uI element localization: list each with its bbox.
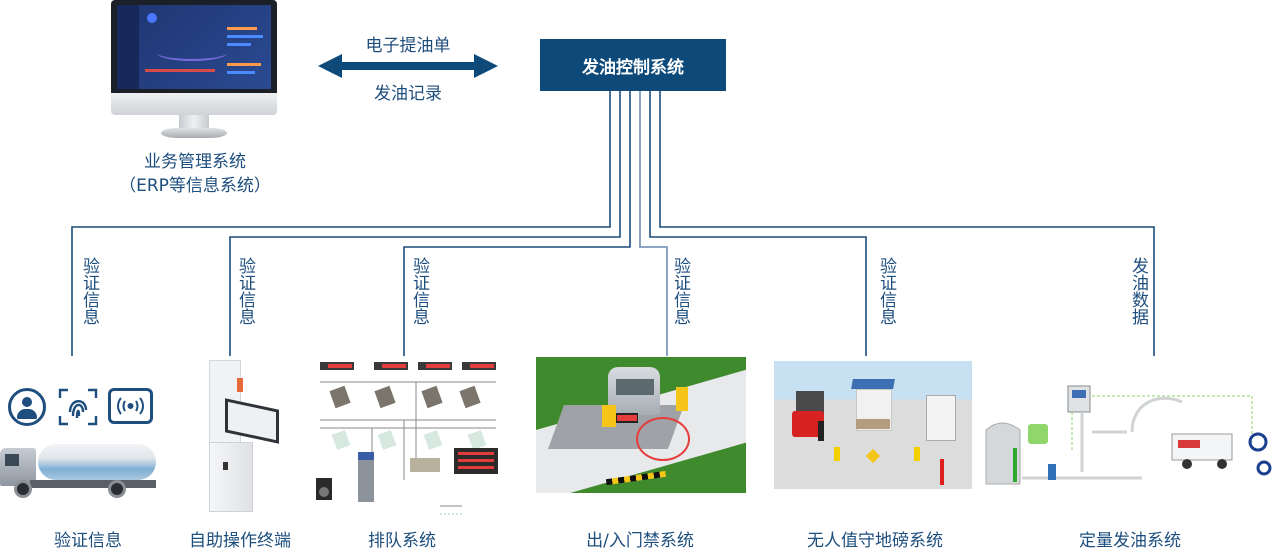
edge-label-loading: 发油数据 xyxy=(1128,257,1148,325)
verify-icons xyxy=(8,386,158,426)
node-label-weighbridge: 无人值守地磅系统 xyxy=(807,531,943,551)
wire-verify xyxy=(71,91,611,356)
wire-weighbridge xyxy=(649,91,867,356)
bidirectional-arrow xyxy=(318,54,498,78)
node-label-gate: 出/入门禁系统 xyxy=(586,531,694,551)
erp-monitor-image xyxy=(109,0,279,140)
edge-label-gate: 验证信息 xyxy=(670,257,690,325)
node-label-queue: 排队系统 xyxy=(368,531,436,551)
edge-label-verify: 验证信息 xyxy=(79,257,99,325)
erp-label: 业务管理系统 （ERP等信息系统） xyxy=(95,150,295,198)
edge-label-weighbridge: 验证信息 xyxy=(876,257,896,325)
node-label-verify: 验证信息 xyxy=(54,531,122,551)
person-icon xyxy=(8,388,46,426)
fingerprint-icon xyxy=(58,388,98,426)
tanker-truck-image xyxy=(0,440,158,500)
wire-gate xyxy=(639,91,668,356)
electronic-order-label: 电子提油单 xyxy=(365,36,451,56)
edge-label-kiosk: 验证信息 xyxy=(235,257,255,325)
edge-label-queue: 验证信息 xyxy=(409,257,429,325)
node-label-loading: 定量发油系统 xyxy=(1079,531,1181,551)
wire-kiosk xyxy=(229,91,621,356)
weighbridge-image xyxy=(774,361,972,489)
node-label-kiosk: 自助操作终端 xyxy=(189,531,291,551)
wire-loading xyxy=(659,91,1155,356)
gate-access-image xyxy=(536,357,746,493)
erp-label-line2: （ERP等信息系统） xyxy=(119,176,271,196)
self-service-kiosk-image xyxy=(205,358,279,513)
erp-label-line1: 业务管理系统 xyxy=(144,152,246,172)
queue-system-image xyxy=(312,360,502,520)
rfid-card-icon xyxy=(108,388,153,424)
central-control-system: 发油控制系统 xyxy=(540,39,726,91)
wire-queue xyxy=(403,91,631,356)
quantitative-loading-image xyxy=(982,372,1278,490)
loading-record-label: 发油记录 xyxy=(374,84,442,104)
